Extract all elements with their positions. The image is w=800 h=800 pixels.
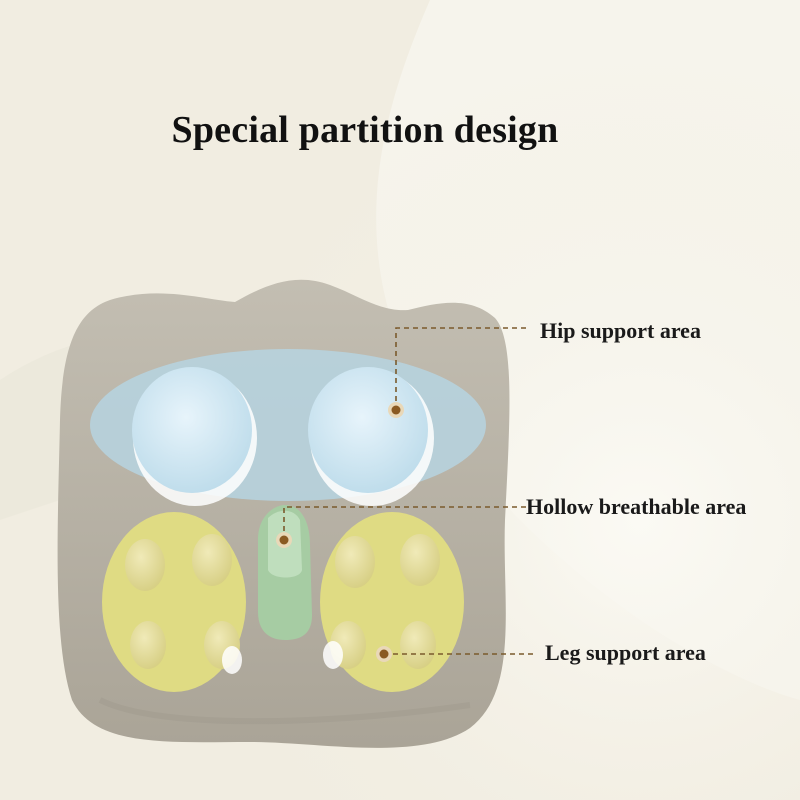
hollow-breathable-label: Hollow breathable area — [526, 494, 747, 519]
leg-bump — [335, 536, 375, 588]
hip-hole-left — [132, 367, 257, 506]
leg-bump — [125, 539, 165, 591]
leg-bump — [400, 621, 436, 669]
leg-support-zone-right — [320, 512, 464, 692]
leg-support-label: Leg support area — [545, 640, 706, 665]
hollow-leader-line — [283, 506, 526, 540]
leg-support-zone-left — [102, 512, 246, 692]
leg-bump — [192, 534, 232, 586]
hip-hole-right — [308, 367, 434, 506]
leg-bump — [400, 534, 440, 586]
hollow-breathable-zone — [258, 505, 312, 640]
hip-support-label: Hip support area — [540, 318, 701, 343]
leg-bump — [130, 621, 166, 669]
hip-leader-line — [395, 327, 530, 410]
page-title: Special partition design — [171, 109, 559, 151]
